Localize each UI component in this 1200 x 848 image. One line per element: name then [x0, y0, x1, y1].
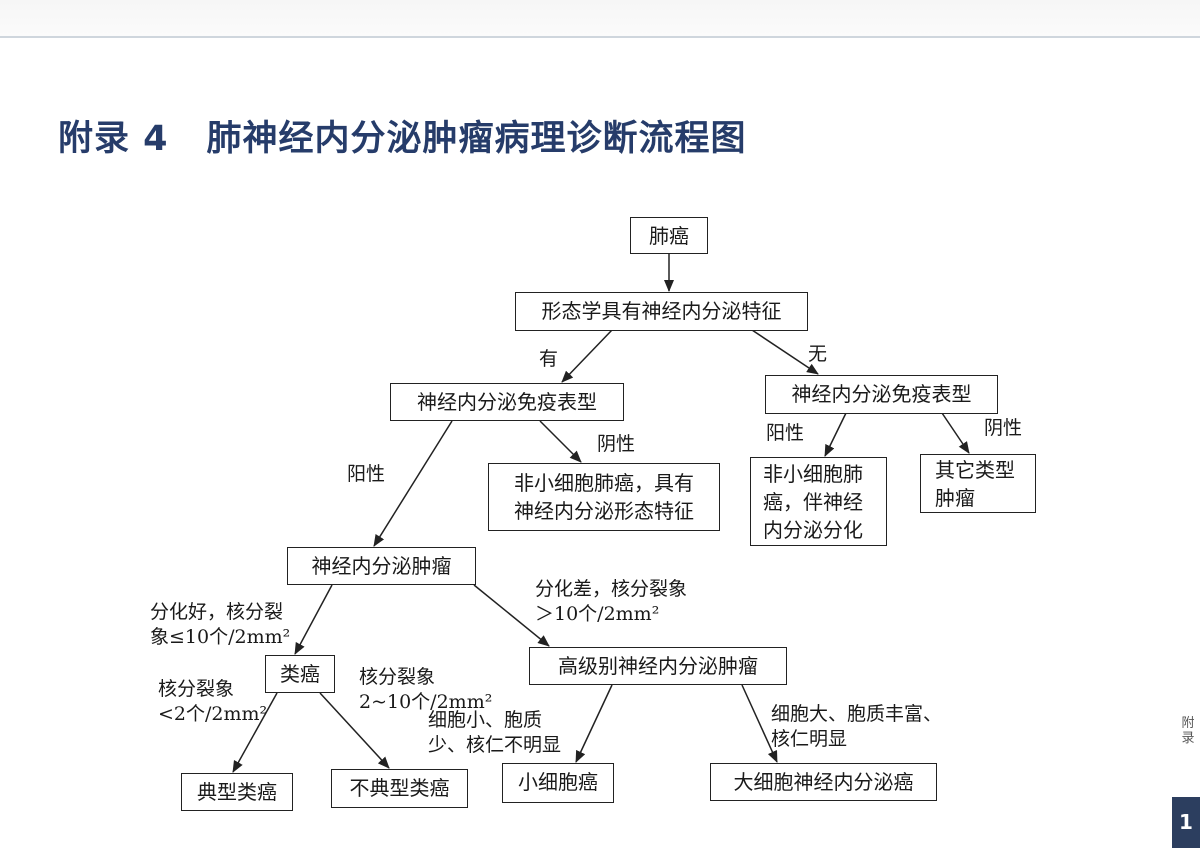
label-positive-left: 阳性 — [347, 463, 386, 485]
page-header-bar — [0, 0, 1200, 38]
appendix-side-tab: 附 录 — [1181, 716, 1195, 746]
arrow-morph-to-ihc-right — [751, 329, 819, 375]
node-small-cell: 小细胞癌 — [502, 763, 614, 803]
arrow-ne-tumor-to-carcinoid — [294, 584, 333, 655]
label-well-differentiated: 分化好，核分裂 象≤10个/2mm² — [150, 601, 291, 648]
arrow-morph-to-ihc-left — [561, 329, 613, 383]
label-no: 无 — [808, 343, 828, 365]
node-carcinoid: 类癌 — [265, 655, 335, 693]
node-ne-ihc-right: 神经内分泌免疫表型 — [765, 375, 998, 414]
page-title: 附录 4 肺神经内分泌肿瘤病理诊断流程图 — [58, 110, 747, 161]
arrow-ihc-right-to-other-tumor — [941, 412, 970, 454]
label-poor-differentiated: 分化差，核分裂象 ＞10个/2mm² — [535, 578, 688, 625]
label-positive-right: 阳性 — [766, 422, 805, 444]
node-nsclc-ne-diff: 非小细胞肺 癌，伴神经 内分泌分化 — [750, 457, 887, 546]
label-mitosis-lt2: 核分裂象 <2个/2mm² — [158, 678, 268, 725]
label-mitosis-2to10: 核分裂象 2~10个/2mm² — [359, 666, 493, 713]
node-other-tumor: 其它类型 肿瘤 — [920, 454, 1036, 513]
node-lung-cancer: 肺癌 — [630, 217, 708, 254]
arrow-ihc-right-to-nsclc-ne-diff — [824, 412, 847, 457]
node-atypical-carcinoid: 不典型类癌 — [331, 769, 468, 808]
label-yes: 有 — [539, 348, 559, 370]
title-text: 肺神经内分泌肿瘤病理诊断流程图 — [206, 119, 747, 159]
label-small-cell-desc: 细胞小、胞质 少、核仁不明显 — [428, 709, 562, 756]
node-ne-tumor: 神经内分泌肿瘤 — [287, 547, 476, 585]
page-number-tab: 1 — [1172, 797, 1200, 848]
appendix-number: 附录 4 — [58, 119, 169, 159]
arrow-ihc-left-to-ne-tumor — [373, 420, 453, 547]
label-large-cell-desc: 细胞大、胞质丰富、 核仁明显 — [771, 703, 943, 750]
arrow-ihc-left-to-nsclc-ne-morph — [539, 420, 582, 463]
arrow-carcinoid-to-typical — [232, 692, 278, 773]
node-morph-ne-features: 形态学具有神经内分泌特征 — [515, 292, 808, 331]
label-negative-left: 阴性 — [597, 433, 636, 455]
node-typical-carcinoid: 典型类癌 — [181, 773, 293, 811]
node-large-cell: 大细胞神经内分泌癌 — [710, 763, 937, 801]
arrow-ne-tumor-to-high-grade — [473, 584, 550, 647]
node-nsclc-ne-morph: 非小细胞肺癌，具有 神经内分泌形态特征 — [488, 463, 720, 531]
label-negative-right: 阴性 — [984, 417, 1023, 439]
node-high-grade: 高级别神经内分泌肿瘤 — [529, 647, 787, 685]
arrow-high-grade-to-small-cell — [575, 684, 613, 763]
node-ne-ihc-left: 神经内分泌免疫表型 — [390, 383, 624, 421]
arrow-high-grade-to-large-cell — [741, 684, 778, 763]
arrow-carcinoid-to-atypical — [319, 692, 390, 769]
